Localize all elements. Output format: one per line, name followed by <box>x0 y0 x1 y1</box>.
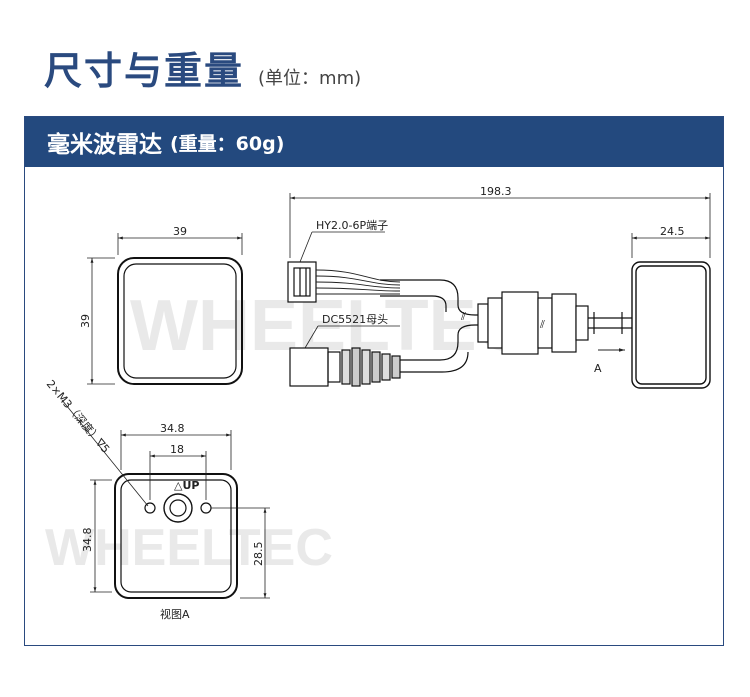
back-height-label: 34.8 <box>81 528 94 553</box>
front-view <box>117 257 243 385</box>
panel-title: 毫米波雷达 <box>47 132 162 158</box>
upper-break-mark: ⫽ <box>460 310 466 323</box>
page-title: 尺寸与重量 <box>44 49 245 93</box>
page-header: 尺寸与重量 (单位：mm) <box>44 40 361 100</box>
unit-label: (单位：mm) <box>258 68 362 89</box>
hole-spacing-dim <box>149 451 207 500</box>
dc-leader <box>304 325 319 349</box>
back-width-dim <box>120 430 232 470</box>
dc5521-jack <box>289 347 401 387</box>
upper-cable <box>380 279 478 316</box>
lower-cable <box>400 324 478 373</box>
dc5521-label: DC5521母头 <box>322 313 388 326</box>
hy20-label: HY2.0-6P端子 <box>316 219 388 232</box>
total-length-label: 198.3 <box>480 185 512 198</box>
screw-note: 2×M3（深度）∇5 <box>44 377 113 456</box>
hole-spacing-label: 18 <box>170 443 184 456</box>
total-length-dim <box>289 193 711 258</box>
back-width-label: 34.8 <box>160 422 185 435</box>
watermark-bottom: WHEELTEC <box>45 519 333 577</box>
hy20-connector <box>287 261 317 303</box>
back-height-dim <box>90 479 112 593</box>
connector-wires <box>315 269 401 295</box>
screw-leader <box>61 399 149 507</box>
lower-break-mark: ⫽ <box>539 318 545 331</box>
back-view <box>114 473 238 599</box>
hole-height-label: 28.5 <box>252 542 265 567</box>
cable-junction <box>477 291 589 355</box>
front-height-dim <box>87 257 115 385</box>
sensor-side-body <box>631 261 711 389</box>
hole-height-dim <box>211 507 270 599</box>
view-caption: 视图A <box>160 607 190 621</box>
up-label: △UP <box>174 479 199 492</box>
front-width-dim <box>117 233 243 255</box>
front-width-label: 39 <box>173 225 187 238</box>
side-depth-label: 24.5 <box>660 225 685 238</box>
side-depth-dim <box>631 233 710 258</box>
panel-header: 毫米波雷达 (重量：60g) <box>25 117 723 167</box>
view-arrow-label: A <box>594 362 602 375</box>
weight-label: (重量：60g) <box>170 132 285 155</box>
sensor-lead <box>588 312 632 334</box>
front-height-label: 39 <box>79 314 92 328</box>
hy20-leader <box>299 231 313 263</box>
